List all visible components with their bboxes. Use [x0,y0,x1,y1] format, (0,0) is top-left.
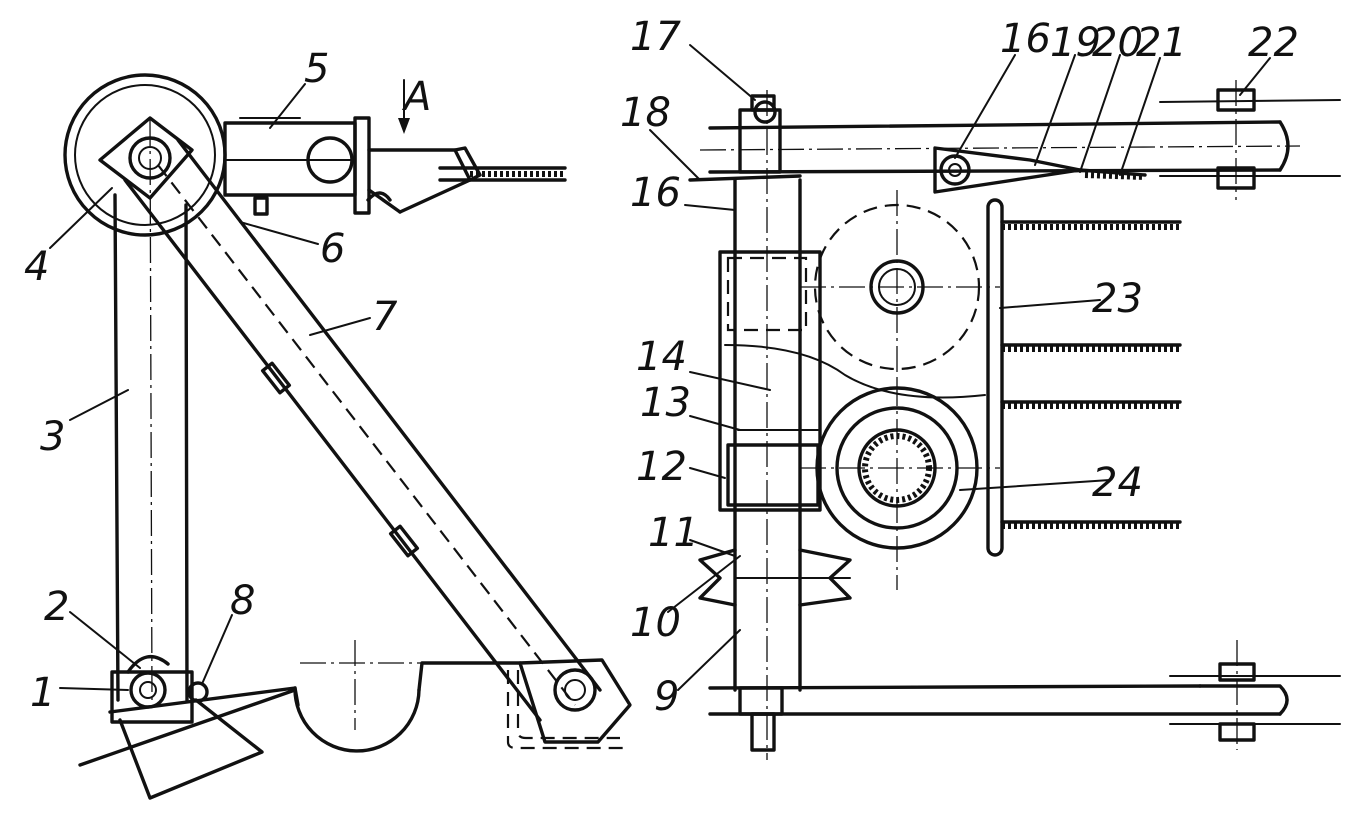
callout-23: 23 [1092,276,1143,322]
diagonal-strut [123,138,602,722]
callout-24: 24 [1092,460,1143,506]
callout-12: 12 [636,444,687,490]
vertical-shaft [718,90,822,760]
callout-20: 20 [1092,20,1143,66]
callout-9: 9 [654,674,679,720]
lower-pulley [800,380,1000,590]
front-view [688,80,1341,760]
vertical-column [113,119,189,702]
callout-13: 13 [640,380,691,426]
callout-19: 19 [1050,20,1101,66]
head-assembly [223,116,567,216]
guide-wheel [698,548,852,607]
callout-21: 21 [1136,20,1187,66]
view-arrow [398,79,410,134]
callout-16-top: 16 [1000,16,1051,62]
leader-lines [49,44,1271,691]
callout-7: 7 [372,294,398,340]
callout-14: 14 [636,334,687,380]
callout-3: 3 [40,414,65,460]
view-label-a: A [401,74,431,120]
callout-17: 17 [630,14,681,60]
callout-16-left: 16 [630,170,681,216]
callout-1: 1 [30,670,55,716]
side-plate-and-ropes [724,198,1182,557]
callout-5: 5 [304,46,329,92]
top-beam [688,80,1341,200]
callout-labels: A 1 2 3 4 5 6 7 8 9 10 11 12 13 14 16 16… [24,14,1299,720]
upper-pulley [800,190,1000,380]
callout-4: 4 [24,244,49,290]
callout-6: 6 [320,226,345,272]
bottom-beam [708,640,1341,752]
callout-2: 2 [44,584,69,630]
callout-11: 11 [648,510,699,556]
callout-10: 10 [630,600,681,646]
callout-22: 22 [1248,20,1299,66]
base-assembly [78,640,632,800]
callout-18: 18 [620,90,671,136]
side-view [63,73,632,800]
callout-8: 8 [230,578,255,624]
